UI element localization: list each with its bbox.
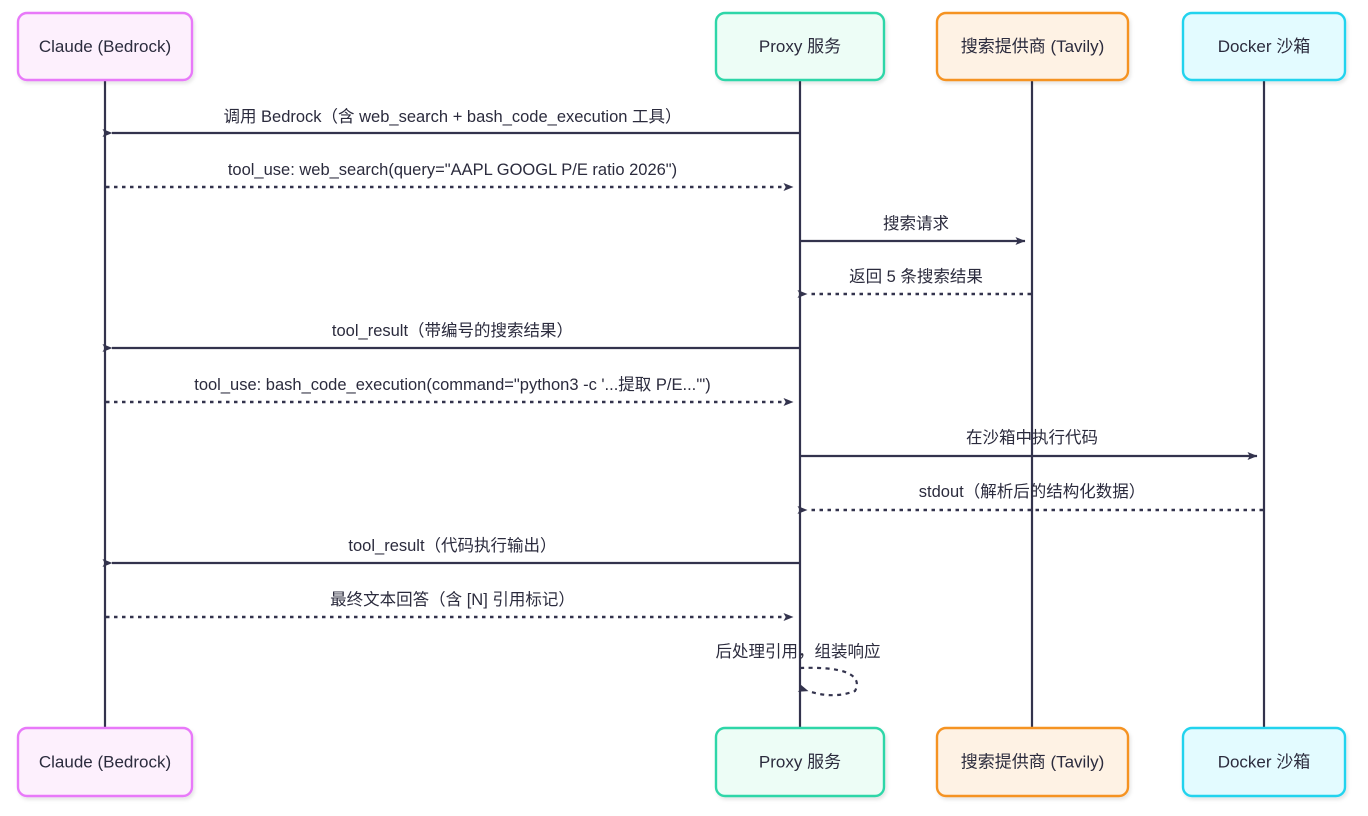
actor-box-docker-top[interactable]: Docker 沙箱 [1181,11,1347,82]
actor-box-tavily-bottom[interactable]: 搜索提供商 (Tavily) [935,726,1130,798]
message-label-m5: tool_result（带编号的搜索结果） [332,321,573,340]
message-label-m6: tool_use: bash_code_execution(command="p… [194,375,711,394]
actor-boxes-group: Claude (Bedrock) Claude (Bedrock) Proxy 服务… [16,11,1347,798]
actor-label-claude: Claude (Bedrock) [39,752,171,771]
actor-label-docker: Docker 沙箱 [1218,37,1311,56]
actor-label-proxy: Proxy 服务 [759,37,841,56]
lifelines-group [103,80,1266,728]
messages-group: 调用 Bedrock（含 web_search + bash_code_exec… [102,107,1263,621]
message-label-m3: 搜索请求 [883,214,949,233]
actor-box-claude-bottom[interactable]: Claude (Bedrock) [16,726,194,798]
message-label-m8: stdout（解析后的结构化数据） [919,482,1145,501]
message-label-m10: 最终文本回答（含 [N] 引用标记） [330,590,575,609]
message-label-m2: tool_use: web_search(query="AAPL GOOGL P… [228,161,677,179]
message-label-m7: 在沙箱中执行代码 [966,428,1098,447]
message-label-m9: tool_result（代码执行输出） [348,536,556,555]
actor-box-docker-bottom[interactable]: Docker 沙箱 [1181,726,1347,798]
actor-label-claude: Claude (Bedrock) [39,37,171,56]
actor-box-proxy-bottom[interactable]: Proxy 服务 [714,726,886,798]
actor-box-claude-top[interactable]: Claude (Bedrock) [16,11,194,82]
actor-box-shape-claude [16,726,194,798]
actor-box-tavily-top[interactable]: 搜索提供商 (Tavily) [935,11,1130,82]
actor-box-shape-proxy [714,11,886,82]
actor-box-shape-claude [16,11,194,82]
self-message-group: 后处理引用，组装响应 [716,642,881,697]
actor-label-tavily: 搜索提供商 (Tavily) [961,752,1105,771]
actor-box-shape-tavily [935,11,1130,82]
message-label-m1: 调用 Bedrock（含 web_search + bash_code_exec… [223,107,681,126]
actor-label-docker: Docker 沙箱 [1218,752,1311,771]
actor-box-shape-docker [1181,726,1347,798]
actor-label-tavily: 搜索提供商 (Tavily) [961,37,1105,56]
actor-label-proxy: Proxy 服务 [759,752,841,771]
actor-box-shape-tavily [935,726,1130,798]
message-label-m4: 返回 5 条搜索结果 [849,267,983,286]
actor-box-shape-docker [1181,11,1347,82]
self-message-loop [797,666,858,697]
self-message-label: 后处理引用，组装响应 [716,642,881,661]
actor-box-shape-proxy [714,726,886,798]
actor-box-proxy-top[interactable]: Proxy 服务 [714,11,886,82]
